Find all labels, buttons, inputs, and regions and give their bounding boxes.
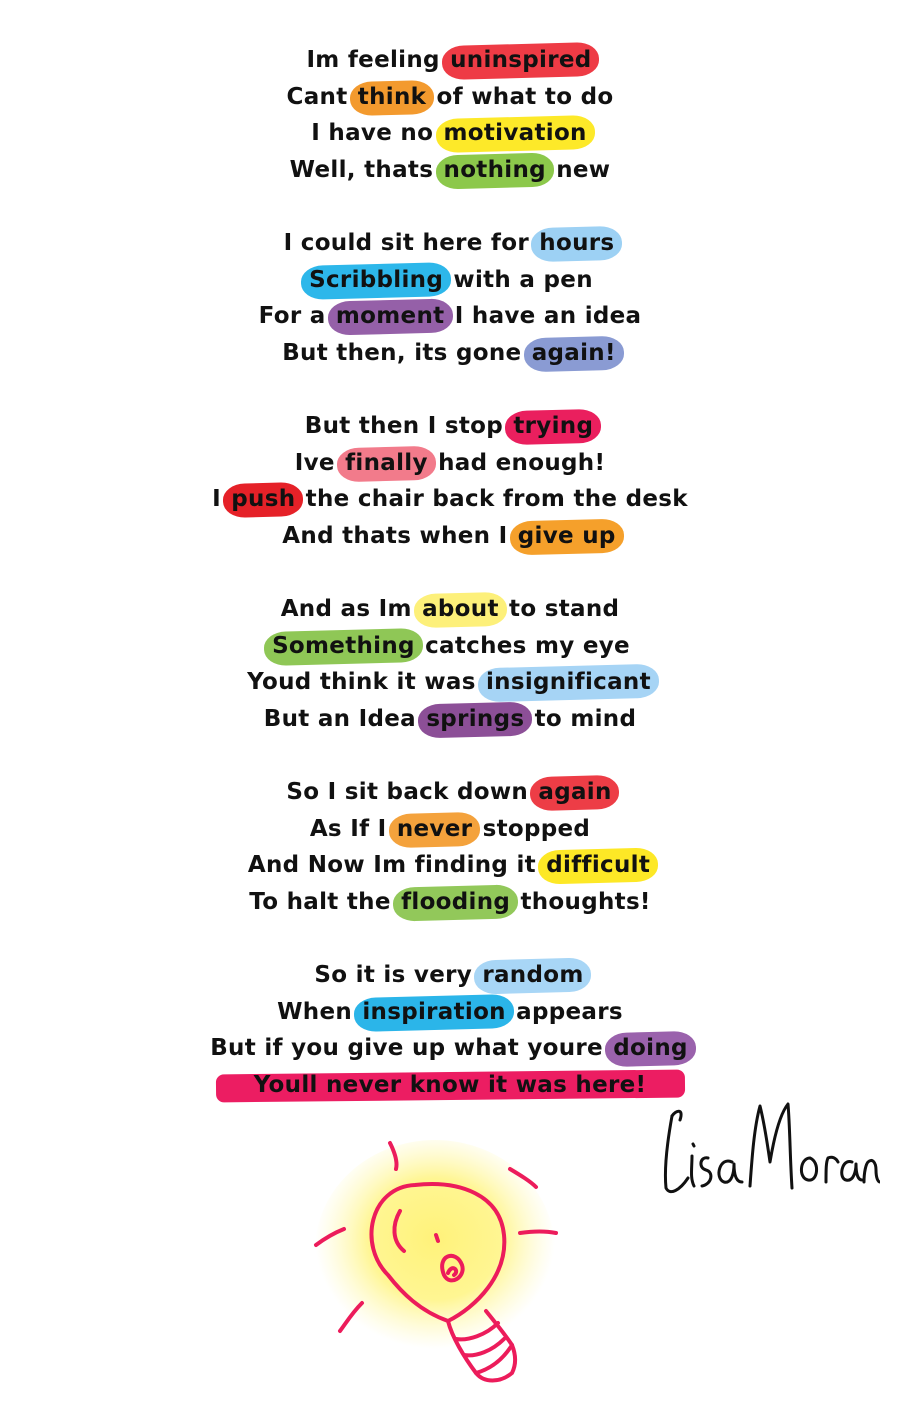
poem-line: Cant think of what to do <box>0 79 900 116</box>
highlighted-word: never <box>391 811 478 848</box>
poem-line: I push the chair back from the desk <box>0 481 900 518</box>
highlighted-word: push <box>225 481 301 518</box>
poem-text: I <box>212 486 230 512</box>
highlighted-word: difficult <box>540 847 656 884</box>
poem-text: So I sit back down <box>286 779 537 805</box>
highlighted-word: motivation <box>438 115 593 152</box>
highlighted-word: trying <box>507 408 599 445</box>
poem-text: thoughts! <box>512 888 651 915</box>
poem-text: appears <box>507 998 623 1025</box>
poem-line: When inspiration appears <box>0 994 900 1031</box>
poem-line: For a moment I have an idea <box>0 298 900 335</box>
highlighted-word: moment <box>330 298 451 335</box>
poem-line: Youd think it was insignificant <box>0 664 900 701</box>
poem-line: As If I never stopped <box>0 811 900 848</box>
highlighted-word: doing <box>607 1030 694 1067</box>
highlighted-word: again <box>532 774 617 811</box>
highlighted-word: flooding <box>395 884 516 921</box>
poem-line: Ive finally had enough! <box>0 445 900 482</box>
poem-text: But then, its gone <box>282 339 530 366</box>
poem-text: to mind <box>526 705 637 732</box>
poem-text: stopped <box>474 815 591 842</box>
poem-text: with a pen <box>445 266 593 293</box>
poem-text: Ive <box>294 449 344 476</box>
poem-line: Youll never know it was here! <box>0 1067 900 1104</box>
highlighted-word: finally <box>339 445 434 482</box>
highlighted-word: uninspired <box>444 42 597 79</box>
poem-text: to stand <box>500 596 620 622</box>
highlighted-word: random <box>476 957 589 994</box>
poem-text: I have no <box>311 120 442 146</box>
poem-line: To halt the flooding thoughts! <box>0 884 900 921</box>
poem-text: catches my eye <box>416 632 630 659</box>
poem-text: Im feeling <box>306 47 449 73</box>
poem-line: But then, its gone again! <box>0 335 900 372</box>
signature <box>663 1102 880 1194</box>
poem-line: I could sit here for hours <box>0 225 900 262</box>
highlighted-word: Scribbling <box>303 262 449 299</box>
poem-text: For a <box>258 303 334 329</box>
poem-line: So I sit back down again <box>0 774 900 811</box>
poem-line: But an Idea springs to mind <box>0 701 900 738</box>
poem-text: new <box>547 156 611 183</box>
highlighted-word: inspiration <box>356 994 512 1031</box>
poem-text: had enough! <box>429 449 606 476</box>
poem-text: And thats when I <box>282 522 516 549</box>
poem-text: To halt the <box>249 888 400 915</box>
poem-text: And as Im <box>280 596 421 622</box>
poem-line: Scribbling with a pen <box>0 262 900 299</box>
poem-text: of what to do <box>428 83 614 110</box>
poem-line: Something catches my eye <box>0 628 900 665</box>
highlighted-word: think <box>352 79 432 116</box>
poem-line: And as Im about to stand <box>0 591 900 628</box>
poem-text: But if you give up what youre <box>210 1035 612 1061</box>
poem-line: Im feeling uninspired <box>0 42 900 79</box>
poem-line: So it is very random <box>0 957 900 994</box>
poem-text: Well, thats <box>289 156 442 183</box>
poem-text: And Now Im finding it <box>247 852 545 878</box>
highlighted-word: springs <box>420 701 530 738</box>
poem-text: But an Idea <box>263 705 425 732</box>
highlighted-word: Something <box>266 628 421 665</box>
poem-line: But then I stop trying <box>0 408 900 445</box>
poem-text: I could sit here for <box>283 230 538 256</box>
poem-line: But if you give up what youre doing <box>0 1030 900 1067</box>
highlighted-word: insignificant <box>480 664 657 701</box>
highlighted-word: give up <box>512 518 622 555</box>
poem-line: Well, thats nothing new <box>0 152 900 189</box>
poem-text: So it is very <box>314 962 481 988</box>
poem-text: Cant <box>286 83 356 110</box>
lightbulb-icon <box>314 1140 558 1383</box>
poem-text: When <box>277 998 361 1025</box>
poem-line: And thats when I give up <box>0 518 900 555</box>
highlighted-word: Youll never know it was here! <box>224 1067 677 1104</box>
poem-text: But then I stop <box>304 413 512 439</box>
highlighted-word: about <box>416 591 505 628</box>
poem-line: And Now Im finding it difficult <box>0 847 900 884</box>
poem-line: I have no motivation <box>0 115 900 152</box>
poem-text: Youd think it was <box>247 669 484 695</box>
poem-text: the chair back from the desk <box>297 486 688 512</box>
highlighted-word: hours <box>533 225 620 262</box>
highlighted-word: nothing <box>438 152 552 189</box>
highlighted-word: again! <box>526 335 622 372</box>
poem-text: I have an idea <box>446 303 642 329</box>
poem-text: As If I <box>309 815 395 842</box>
